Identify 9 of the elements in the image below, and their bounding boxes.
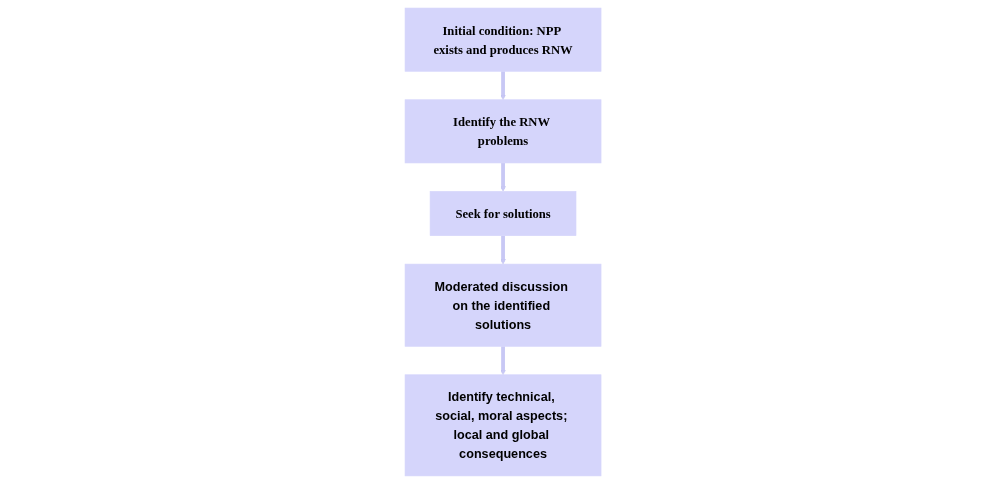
node-box: Seek for solutions xyxy=(430,191,577,236)
arrow xyxy=(500,162,507,192)
arrow xyxy=(500,71,507,100)
arrow xyxy=(500,346,507,375)
node-box: Initial condition: NPP exists and produces RNW xyxy=(405,7,602,72)
arrow xyxy=(500,235,507,265)
node-box: Identify the RNW problems xyxy=(405,99,602,164)
node-box: Identify technical, social, moral aspects; local and global consequences xyxy=(405,374,602,477)
node-box: Moderated discussion on the identified solutions xyxy=(405,263,602,347)
